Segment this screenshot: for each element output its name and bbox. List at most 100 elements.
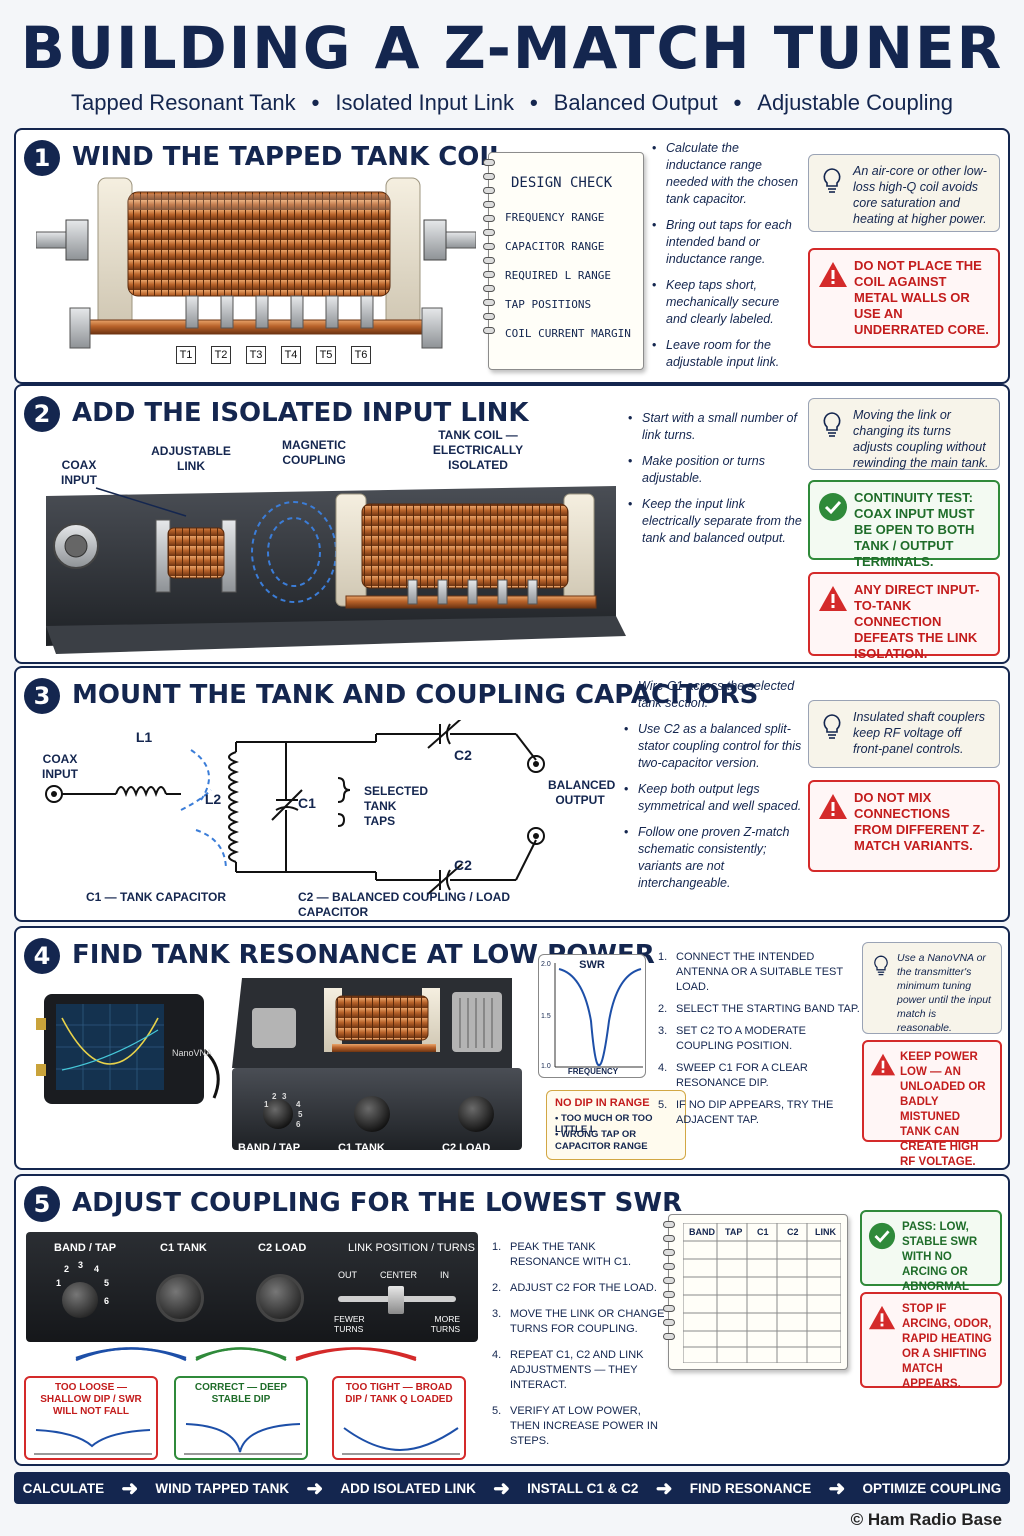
knob-label-c2: C2 LOAD: [442, 1142, 491, 1154]
schematic-l2-label: L2: [204, 791, 222, 807]
step5-title: ADJUST COUPLING FOR THE LOWEST SWR: [72, 1188, 683, 1218]
swr-plot: SWR 2.0 1.5 1.0 FREQUENCY: [538, 954, 646, 1078]
panel-label-band: BAND / TAP: [54, 1242, 117, 1254]
step5-step: 4.REPEAT C1, C2 AND LINK ADJUSTMENTS — T…: [492, 1349, 644, 1391]
case-correct: CORRECT — DEEP STABLE DIP: [174, 1376, 308, 1460]
step1-warning: DO NOT PLACE THE COIL AGAINST METAL WALL…: [808, 248, 1000, 348]
step5-warning-text: STOP IF ARCING, ODOR, RAPID HEATING OR A…: [902, 1303, 992, 1390]
notebook-spiral: [663, 1221, 675, 1347]
lightbulb-icon: [874, 955, 888, 976]
step2-continuity-check: CONTINUITY TEST: COAX INPUT MUST BE OPEN…: [808, 480, 1000, 569]
tuner-box-illustration: [232, 978, 522, 1150]
label-coax-input: COAX INPUT: [61, 458, 97, 487]
design-check-item: REQUIRED L RANGE: [505, 269, 611, 282]
band-mark: 2: [64, 1264, 70, 1274]
tap-label-t6: T6: [351, 346, 371, 364]
label-magnetic-coupling: MAGNETIC COUPLING: [282, 438, 346, 467]
schematic-coax-label: COAX INPUT: [42, 752, 78, 781]
swr-plot-title: SWR: [579, 959, 605, 971]
step1-bullets: Calculate the inductance range needed wi…: [652, 140, 802, 380]
step2-bullet: Start with a small number of link turns.: [628, 410, 804, 444]
step1-tip-text: An air-core or other low-loss high-Q coi…: [853, 164, 987, 226]
tuning-log-grid: [683, 1223, 841, 1363]
step1-bullet: Bring out taps for each intended band or…: [652, 217, 802, 268]
step3-warning: DO NOT MIX CONNECTIONS FROM DIFFERENT Z-…: [808, 780, 1000, 872]
label-tank-coil: TANK COIL — ELECTRICALLY ISOLATED: [432, 428, 524, 472]
panel-label-link: LINK POSITION / TURNS: [348, 1242, 475, 1254]
design-check-item: CAPACITOR RANGE: [505, 240, 605, 253]
band-mark: 1: [264, 1100, 269, 1109]
step2-number: 2: [24, 396, 60, 432]
lightbulb-icon: [823, 714, 841, 739]
schematic-l1-label: L1: [135, 729, 153, 745]
step4-step: 5.IF NO DIP APPEARS, TRY THE ADJACENT TA…: [658, 1099, 834, 1126]
schematic-c1-label: C1: [298, 795, 316, 811]
swr-ytick: 1.5: [541, 1013, 551, 1020]
step4-step: 4.SWEEP C1 FOR A CLEAR RESONANCE DIP.: [658, 1062, 808, 1089]
step5-step-text: PEAK THE TANK RESONANCE WITH C1.: [510, 1241, 632, 1268]
step2-ok-text: CONTINUITY TEST: COAX INPUT MUST BE OPEN…: [854, 490, 975, 569]
design-check-item: FREQUENCY RANGE: [505, 211, 605, 224]
step3-panel: 3 MOUNT THE TANK AND COUPLING CAPACITORS: [14, 666, 1010, 922]
step5-pass: PASS: LOW, STABLE SWR WITH NO ARCING OR …: [860, 1210, 1002, 1308]
step5-step-text: REPEAT C1, C2 AND LINK ADJUSTMENTS — THE…: [510, 1349, 644, 1391]
step4-step-text: SWEEP C1 FOR A CLEAR RESONANCE DIP.: [676, 1062, 808, 1089]
slider-out-label: OUT: [338, 1270, 357, 1280]
step5-step: 3.MOVE THE LINK OR CHANGE TURNS FOR COUP…: [492, 1308, 665, 1335]
step2-title: ADD THE ISOLATED INPUT LINK: [72, 398, 529, 428]
schematic-taps-label: SELECTED TANK TAPS: [364, 784, 429, 828]
legend-c2: C2 — BALANCED COUPLING / LOAD CAPACITOR: [298, 890, 511, 919]
slider-center-label: CENTER: [380, 1270, 418, 1280]
band-mark: 3: [78, 1260, 84, 1270]
arrow-right-icon: ➜: [121, 1477, 139, 1500]
step4-steps: 1.CONNECT THE INTENDED ANTENNA OR A SUIT…: [658, 950, 864, 1135]
flow-step: ADD ISOLATED LINK: [340, 1480, 476, 1496]
c2-load-knob[interactable]: [256, 1274, 304, 1322]
step1-tip: An air-core or other low-loss high-Q coi…: [808, 154, 1000, 232]
step4-warning: KEEP POWER LOW — AN UNLOADED OR BADLY MI…: [862, 1040, 1002, 1168]
no-dip-item: • TOO MUCH OR TOO LITTLE L: [555, 1113, 653, 1135]
check-circle-icon: [819, 493, 847, 521]
subtitle: Tapped Resonant Tank • Isolated Input Li…: [0, 90, 1024, 116]
design-check-notebook: DESIGN CHECK FREQUENCY RANGE CAPACITOR R…: [483, 152, 644, 370]
step5-step-text: VERIFY AT LOW POWER, THEN INCREASE POWER…: [510, 1405, 658, 1447]
band-tap-knob[interactable]: [62, 1282, 98, 1318]
step4-tip-text: Use a NanoVNA or the transmitter's minim…: [897, 952, 991, 1034]
case-too-loose: TOO LOOSE — SHALLOW DIP / SWR WILL NOT F…: [24, 1376, 158, 1460]
tuning-log-notebook: BAND TAP C1 C2 LINK: [663, 1214, 848, 1370]
step5-step: 5.VERIFY AT LOW POWER, THEN INCREASE POW…: [492, 1405, 658, 1447]
label-adjustable-link: ADJUSTABLE LINK: [151, 444, 231, 473]
subtitle-item: Balanced Output: [553, 90, 718, 115]
swr-dip-curve: [554, 963, 643, 1068]
band-mark: 3: [282, 1092, 287, 1101]
c1-tank-knob[interactable]: [156, 1274, 204, 1322]
step2-warning: ANY DIRECT INPUT-TO-TANK CONNECTION DEFE…: [808, 572, 1000, 661]
step4-panel: 4 FIND TANK RESONANCE AT LOW POWER NanoV…: [14, 926, 1010, 1170]
step1-panel: 1 WIND THE TAPPED TANK COIL T1 T2 T3 T4 …: [14, 128, 1010, 384]
step3-warning-text: DO NOT MIX CONNECTIONS FROM DIFFERENT Z-…: [854, 790, 985, 853]
arrow-right-icon: ➜: [493, 1477, 510, 1500]
broad-dip-curve: [342, 1427, 460, 1455]
warning-icon: [868, 1305, 896, 1330]
link-slider-thumb[interactable]: [388, 1286, 404, 1314]
step2-warning-text: ANY DIRECT INPUT-TO-TANK CONNECTION DEFE…: [854, 582, 980, 661]
slider-more-label: MORE TURNS: [430, 1314, 460, 1334]
step4-step: 3.SET C2 TO A MODERATE COUPLING POSITION…: [658, 1025, 807, 1052]
step5-panel: 5 ADJUST COUPLING FOR THE LOWEST SWR BAN…: [14, 1174, 1010, 1466]
log-col: TAP: [725, 1227, 743, 1237]
log-col: BAND: [689, 1227, 715, 1237]
arrow-right-icon: ➜: [306, 1477, 324, 1500]
no-dip-item: • WRONG TAP OR CAPACITOR RANGE: [555, 1129, 648, 1152]
knob-label-c1: C1 TANK: [338, 1142, 385, 1154]
legend-c1: C1 — TANK CAPACITOR: [86, 890, 227, 904]
step5-warning: STOP IF ARCING, ODOR, RAPID HEATING OR A…: [860, 1292, 1002, 1390]
step4-step: 2.SELECT THE STARTING BAND TAP.: [658, 1003, 860, 1015]
arrow-right-icon: ➜: [655, 1477, 673, 1500]
swr-ytick: 1.0: [541, 1063, 551, 1070]
tap-label-t3: T3: [246, 346, 266, 364]
shallow-dip-curve: [34, 1429, 152, 1455]
case-title: TOO LOOSE — SHALLOW DIP / SWR WILL NOT F…: [40, 1382, 142, 1417]
step3-bullet: Wire C1 across the selected tank section…: [624, 678, 804, 712]
step3-number: 3: [24, 678, 60, 714]
schematic-output-label: BALANCED OUTPUT: [548, 778, 616, 807]
